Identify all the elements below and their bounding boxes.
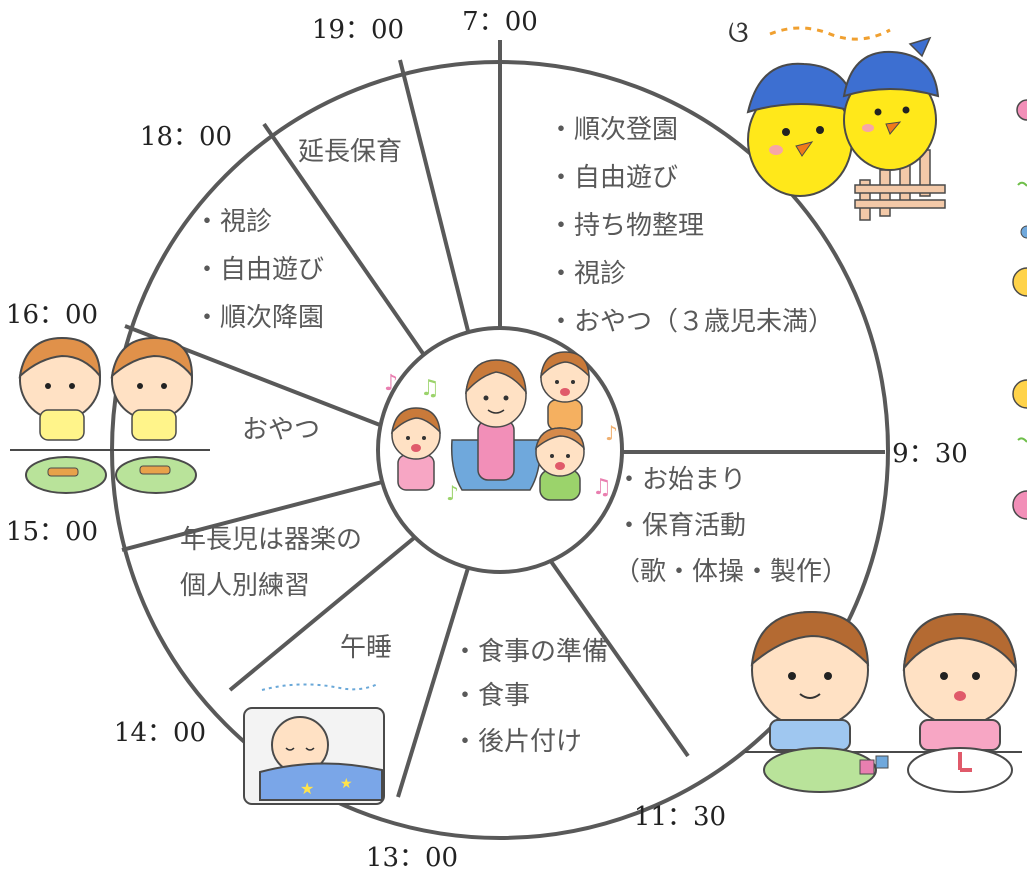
segment-line: 延長保育 <box>298 137 402 167</box>
music-note-icon: ♫ <box>592 475 612 500</box>
segment-afternoon: ・視診 ・自由遊び ・順次降園 <box>194 207 324 333</box>
divider-1300 <box>396 567 470 798</box>
segment-line: 年長児は器楽の <box>180 525 362 555</box>
music-note-icon: ♪ <box>446 481 459 505</box>
time-label-1800: 18：00 <box>140 122 232 152</box>
time-label-1400: 14：00 <box>114 718 206 748</box>
segment-line: 午睡 <box>340 633 392 663</box>
segment-line: ・お始まり <box>616 465 746 495</box>
segment-line: ・持ち物整理 <box>548 211 704 241</box>
segment-snack: おやつ <box>242 415 320 445</box>
chicks-illustration: ଓ <box>728 15 946 221</box>
segment-line: ・順次降園 <box>194 303 324 333</box>
butterfly-icon: ଓ <box>728 15 749 50</box>
segment-line: ・視診 <box>194 207 272 237</box>
time-label-0930: 9：30 <box>892 439 968 469</box>
segment-nap: 午睡 <box>340 633 392 663</box>
segment-line: （歌・体操・製作） <box>614 557 848 587</box>
segment-line: ・自由遊び <box>194 255 324 285</box>
time-label-0700: 7：00 <box>462 7 538 37</box>
music-note-icon: ♪ <box>605 421 618 445</box>
center-teacher-children-illustration: ♪ ♫ ♪ ♫ ♪ <box>384 351 618 505</box>
segment-extended: 延長保育 <box>298 137 402 167</box>
snack-babies-illustration <box>10 336 210 494</box>
segment-practice: 年長児は器楽の 個人別練習 <box>180 525 362 601</box>
time-label-1130: 11：30 <box>634 802 726 832</box>
segment-line: おやつ <box>242 415 320 445</box>
time-labels: 7：00 9：30 11：30 13：00 14：00 15：00 16：00 … <box>6 7 968 873</box>
divider-1800 <box>262 122 426 357</box>
divider-1130 <box>548 558 690 758</box>
segment-line: ・視診 <box>548 259 626 289</box>
segment-texts: ・順次登園 ・自由遊び ・持ち物整理 ・視診 ・おやつ（３歳児未満） ・お始まり… <box>180 115 848 757</box>
segment-line: ・食事の準備 <box>452 637 608 667</box>
divider-1500 <box>121 480 383 552</box>
segment-line: ・順次登園 <box>548 115 678 145</box>
segment-lunch: ・食事の準備 ・食事 ・後片付け <box>452 637 608 757</box>
segment-activity: ・お始まり ・保育活動 （歌・体操・製作） <box>614 465 848 587</box>
segment-line: ・おやつ（３歳児未満） <box>548 307 834 337</box>
music-note-icon: ♫ <box>420 376 440 401</box>
sleeping-baby-illustration: ★ ★ <box>243 683 385 805</box>
flower-border-illustration <box>1012 99 1027 520</box>
music-note-icon: ♪ <box>384 371 398 396</box>
time-label-1600: 16：00 <box>6 300 98 330</box>
segment-line: 個人別練習 <box>180 571 310 601</box>
segment-line: ・後片付け <box>452 727 582 757</box>
divider-1400 <box>228 536 416 692</box>
time-label-1900: 19：00 <box>312 15 404 45</box>
crafting-children-illustration <box>745 610 1022 793</box>
time-label-1300: 13：00 <box>366 843 458 873</box>
time-label-1500: 15：00 <box>6 517 98 547</box>
segment-morning: ・順次登園 ・自由遊び ・持ち物整理 ・視診 ・おやつ（３歳児未満） <box>548 115 834 337</box>
segment-line: ・食事 <box>452 681 530 711</box>
divider-1900 <box>398 59 470 332</box>
star-icon: ★ <box>300 779 314 798</box>
star-icon: ★ <box>340 776 353 792</box>
segment-line: ・自由遊び <box>548 163 678 193</box>
segment-line: ・保育活動 <box>616 511 746 541</box>
